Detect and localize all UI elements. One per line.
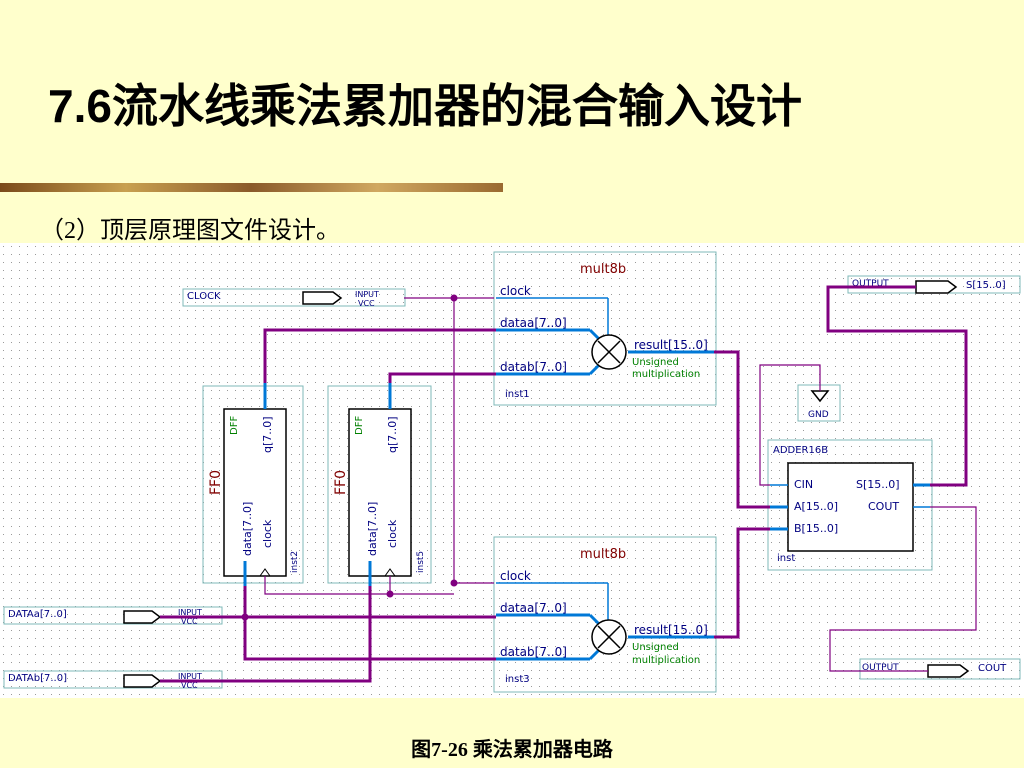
s-output-label: S[15..0] xyxy=(966,280,1006,291)
clock-input-vcc: VCC xyxy=(358,299,375,308)
cout-output-pin[interactable]: OUTPUT COUT xyxy=(859,658,1021,680)
ff0-right-dff: DFF xyxy=(354,416,365,435)
cout-output-type: OUTPUT xyxy=(862,663,899,673)
dataa-input-vcc: VCC xyxy=(181,617,198,626)
ff0-right-data-port: data[7..0] xyxy=(366,502,379,556)
datab-input-label: DATAb[7..0] xyxy=(8,673,67,684)
mult8b-bottom-block[interactable]: mult8b clock dataa[7..0] datab[7..0] res… xyxy=(493,536,717,693)
clock-input-type: INPUT xyxy=(355,290,379,299)
s-output-pin[interactable]: OUTPUT S[15..0] xyxy=(847,275,1021,294)
mult8b-bottom-clock-port: clock xyxy=(500,569,531,583)
mult8b-bottom-title: mult8b xyxy=(580,547,626,562)
ff0-left-q-port: q[7..0] xyxy=(261,416,274,453)
ff0-right-clock-port: clock xyxy=(386,519,399,548)
adder-title: ADDER16B xyxy=(773,445,828,456)
ff0-right-inst: inst5 xyxy=(416,551,426,573)
ff0-right-type: FF0 xyxy=(333,470,349,495)
mult8b-top-clock-port: clock xyxy=(500,284,531,298)
mult8b-top-note2: multiplication xyxy=(632,369,700,380)
mult8b-bottom-datab-port: datab[7..0] xyxy=(500,645,567,659)
adder-cin-port: CIN xyxy=(794,478,813,491)
mult8b-bottom-dataa-port: dataa[7..0] xyxy=(500,601,567,615)
dataa-input-type: INPUT xyxy=(178,608,202,617)
title-underline-bar xyxy=(0,183,503,192)
clock-input-label: CLOCK xyxy=(187,291,221,302)
mult8b-top-datab-port: datab[7..0] xyxy=(500,360,567,374)
mult8b-top-inst: inst1 xyxy=(505,389,530,400)
mult8b-top-dataa-port: dataa[7..0] xyxy=(500,316,567,330)
slide-subtitle: （2）顶层原理图文件设计。 xyxy=(40,218,340,244)
adder-b-port: B[15..0] xyxy=(794,522,838,535)
slide-title: 7.6流水线乘法累加器的混合输入设计 xyxy=(48,80,802,132)
wires xyxy=(160,285,977,683)
clock-input-pin[interactable]: CLOCK INPUT VCC xyxy=(182,288,406,308)
mult8b-top-block[interactable]: mult8b clock dataa[7..0] datab[7..0] res… xyxy=(493,251,717,406)
mult8b-bottom-inst: inst3 xyxy=(505,674,530,685)
gnd-label: GND xyxy=(808,410,829,420)
figure-caption: 图7-26 乘法累加器电路 xyxy=(411,739,613,761)
mult8b-top-title: mult8b xyxy=(580,262,626,277)
adder-a-port: A[15..0] xyxy=(794,500,838,513)
mult8b-bottom-note2: multiplication xyxy=(632,655,700,666)
datab-input-vcc: VCC xyxy=(181,681,198,690)
cout-output-label: COUT xyxy=(978,663,1007,674)
adder-inst: inst xyxy=(777,553,795,564)
ff0-right-q-port: q[7..0] xyxy=(386,416,399,453)
mult8b-top-note1: Unsigned xyxy=(632,357,679,368)
ff0-left-block[interactable]: FF0 DFF q[7..0] data[7..0] clock inst2 xyxy=(202,383,304,586)
ff0-left-dff: DFF xyxy=(229,416,240,435)
adder-cout-port: COUT xyxy=(868,500,899,513)
adder-s-port: S[15..0] xyxy=(856,478,900,491)
ff0-right-block[interactable]: FF0 DFF q[7..0] data[7..0] clock inst5 xyxy=(327,383,432,586)
s-output-type: OUTPUT xyxy=(852,279,889,289)
mult8b-bottom-result-port: result[15..0] xyxy=(634,623,708,637)
datab-input-type: INPUT xyxy=(178,672,202,681)
dataa-input-label: DATAa[7..0] xyxy=(8,609,67,620)
ff0-left-data-port: data[7..0] xyxy=(241,502,254,556)
mult8b-bottom-note1: Unsigned xyxy=(632,642,679,653)
schematic-diagram: CLOCK INPUT VCC DATAa[7..0] INPUT VCC DA… xyxy=(0,243,1024,698)
ff0-left-inst: inst2 xyxy=(290,551,300,573)
ff0-left-clock-port: clock xyxy=(261,519,274,548)
ff0-left-type: FF0 xyxy=(208,470,224,495)
mult8b-top-result-port: result[15..0] xyxy=(634,338,708,352)
adder16b-block[interactable]: ADDER16B CIN A[15..0] B[15..0] S[15..0] … xyxy=(767,439,933,571)
